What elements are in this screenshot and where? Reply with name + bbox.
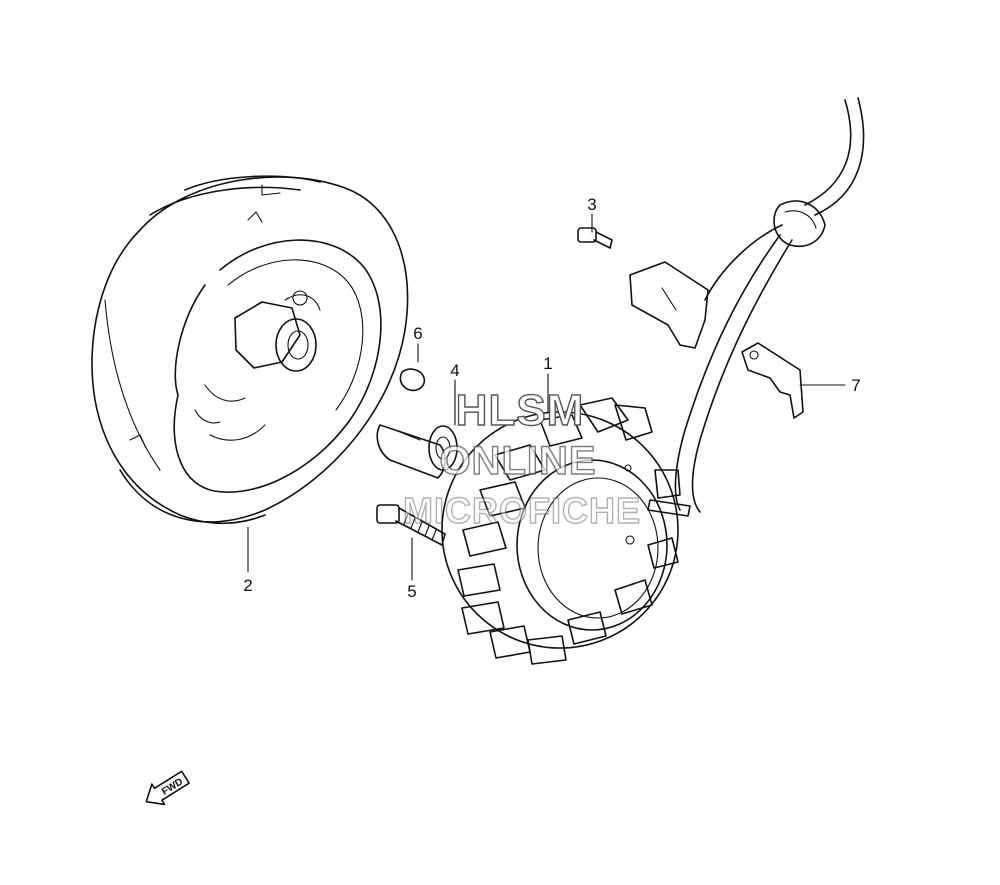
fwd-arrow-icon: FWD bbox=[145, 770, 190, 806]
callout-3: 3 bbox=[587, 195, 596, 214]
callout-4: 4 bbox=[450, 361, 459, 380]
callout-1: 1 bbox=[543, 354, 552, 373]
callout-7: 7 bbox=[851, 376, 860, 395]
part-5-bolt bbox=[376, 504, 446, 546]
watermark-line-1: HLSM bbox=[456, 386, 585, 435]
part-6-key bbox=[399, 368, 426, 392]
leader-lines bbox=[247, 213, 846, 581]
part-4-collar bbox=[376, 424, 458, 479]
pickup-and-harness bbox=[629, 97, 865, 517]
watermark-line-2: ONLINE bbox=[439, 439, 596, 483]
callout-2: 2 bbox=[243, 576, 252, 595]
watermark-line-3: MICROFICHE bbox=[403, 490, 641, 531]
part-1-stator bbox=[441, 397, 681, 665]
part-2-rotor bbox=[91, 175, 409, 525]
callout-6: 6 bbox=[413, 324, 422, 343]
callout-5: 5 bbox=[407, 582, 416, 601]
part-7-clamp bbox=[741, 342, 804, 419]
part-3-screw bbox=[577, 227, 613, 249]
